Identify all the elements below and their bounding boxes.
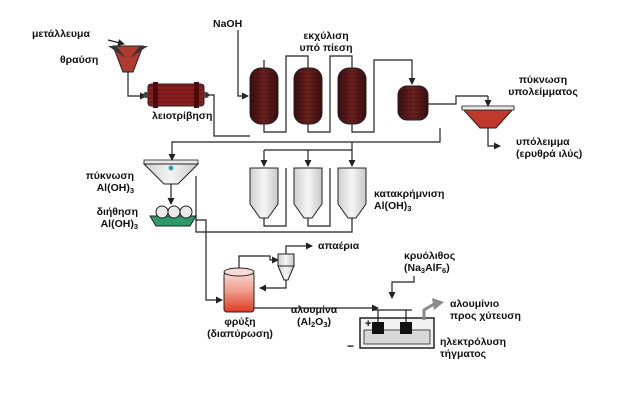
off-gas-line [285, 242, 313, 254]
reactor-2 [293, 67, 323, 125]
cyclone-return-line [259, 280, 287, 292]
aluminium-out-arrow [422, 298, 444, 320]
grinding-label: λειοτρίβηση [152, 110, 213, 122]
reactor-3 [337, 67, 367, 125]
residue-out-line [487, 128, 501, 150]
cryolite-line [388, 276, 415, 299]
precipitator-1 [249, 167, 279, 219]
calciner-furnace [223, 262, 255, 313]
cyclone [277, 253, 295, 281]
anode-plus-sign: + [365, 318, 372, 330]
crusher-to-mill-line [127, 72, 147, 100]
extraction-label: εκχύλιση υπό πίεση [299, 30, 353, 54]
ore-feed-arrow [107, 39, 125, 46]
ore-label: μετάλλευμα [32, 28, 90, 40]
precipitator-2 [293, 167, 323, 219]
precipitation-feed-lines [260, 142, 356, 167]
flash-to-thickener-line [428, 95, 492, 107]
alumina-label: αλουμίνα (Al2O3) [290, 304, 338, 329]
naoh-label: NaOH [213, 18, 243, 30]
reactor-1 [249, 60, 279, 125]
reactor-interconnect-lines [263, 55, 416, 133]
filtration-label: διήθηση Al(OH)3 [96, 206, 138, 231]
naoh-line [237, 30, 249, 100]
thickening-label: πύκνωση Al(OH)3 [85, 170, 134, 195]
liquor-return-line [168, 128, 441, 161]
filter-unit [149, 205, 197, 227]
residue-label: υπόλειμμα (ερυθρά ιλύς) [516, 136, 583, 160]
precipitation-label: κατακρήμνιση Al(OH)3 [374, 188, 445, 213]
crusher-hopper [108, 45, 148, 73]
aluminium-label: αλουμίνιο προς χύτευση [450, 298, 521, 322]
filter-to-furnace-line [196, 219, 223, 304]
crushing-label: θραύση [60, 54, 99, 66]
flash-tank [397, 85, 429, 121]
residue-thickener [460, 105, 516, 129]
cathode-minus-sign: − [347, 339, 355, 353]
furnace-to-cyclone-line [238, 255, 279, 264]
cryolite-label: κρυόλιθος (Na3AlF6) [404, 250, 456, 275]
mill-to-reactor-line [206, 94, 250, 137]
hydrate-thickener [142, 159, 200, 185]
electrolysis-label: ηλεκτρόλυση τήγματος [440, 336, 507, 360]
ball-mill [143, 82, 209, 108]
precipitator-outlet-lines [195, 168, 353, 233]
off-gases-label: απαέρια [318, 240, 360, 252]
residue-thickening-label: πύκνωση υπολείμματος [508, 74, 578, 98]
precipitator-3 [337, 167, 367, 219]
electrolysis-cell [359, 309, 435, 349]
roasting-label: φρύξη (διαπύρωση) [207, 316, 273, 340]
